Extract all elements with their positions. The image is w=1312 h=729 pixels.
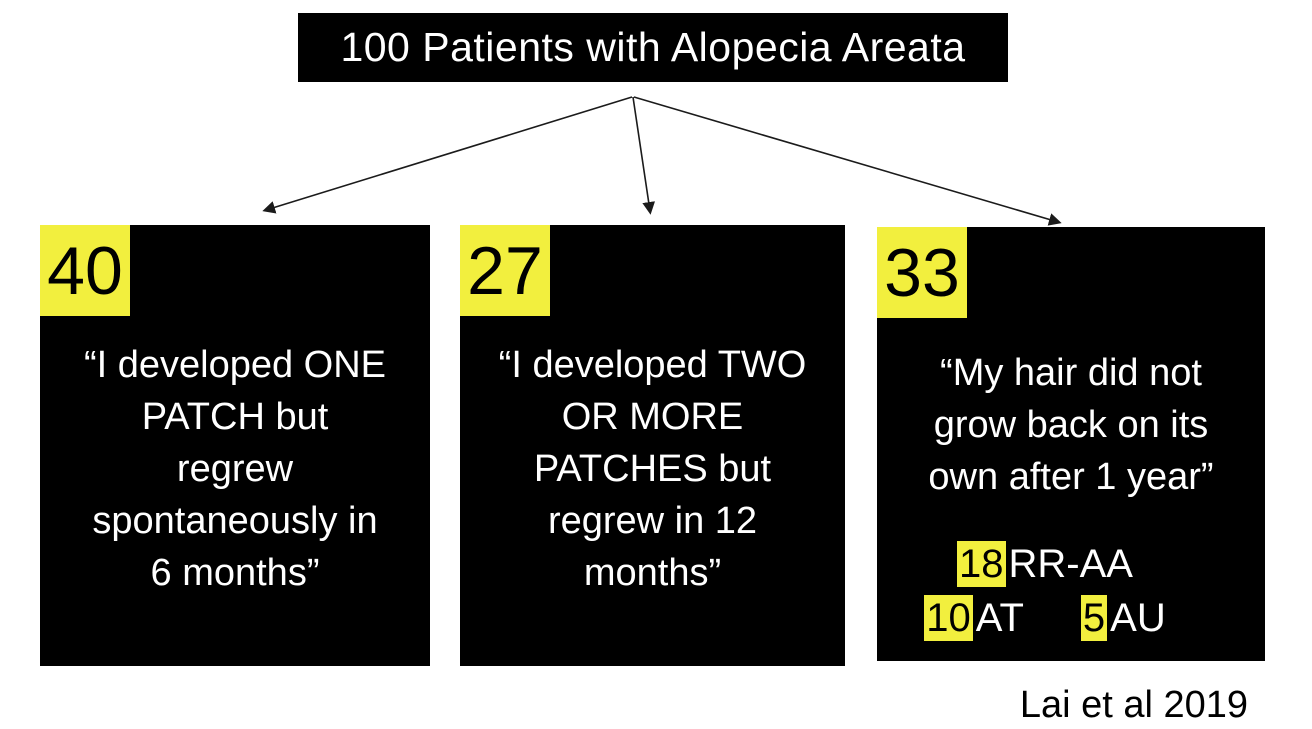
stat-row: 10 AT 5 AU: [924, 595, 1166, 641]
quote-text: “I developed TWO OR MORE PATCHES but reg…: [498, 344, 807, 594]
stat-value-badge: 5: [1080, 595, 1108, 641]
sub-stats: 18 RR-AA 10 AT 5 AU: [877, 541, 1265, 641]
count-badge: 27: [460, 225, 550, 316]
stat-value-badge: 18: [957, 541, 1006, 587]
group-box-one-patch: 40 “I developed ONE PATCH but regrew spo…: [40, 225, 430, 666]
arrow-left-icon: [262, 96, 633, 214]
root-node-box: 100 Patients with Alopecia Areata: [298, 13, 1008, 82]
stat-label: AT: [975, 596, 1024, 640]
stat-label: RR-AA: [1008, 542, 1133, 586]
group-box-multiple-patches: 27 “I developed TWO OR MORE PATCHES but …: [460, 225, 845, 666]
stat-value-badge: 10: [924, 595, 973, 641]
arrow-right-icon: [633, 96, 1062, 226]
stat-label: AU: [1110, 596, 1166, 640]
group-box-no-regrowth: 33 “My hair did not grow back on its own…: [877, 227, 1265, 661]
arrow-middle-icon: [632, 96, 656, 215]
count-badge: 33: [877, 227, 967, 318]
root-node-label: 100 Patients with Alopecia Areata: [340, 24, 966, 70]
count-badge: 40: [40, 225, 130, 316]
quote-text: “I developed ONE PATCH but regrew sponta…: [83, 344, 387, 594]
stat-row: 18 RR-AA: [957, 541, 1133, 587]
quote-text: “My hair did not grow back on its own af…: [928, 352, 1214, 498]
citation-text: Lai et al 2019: [1019, 684, 1248, 726]
